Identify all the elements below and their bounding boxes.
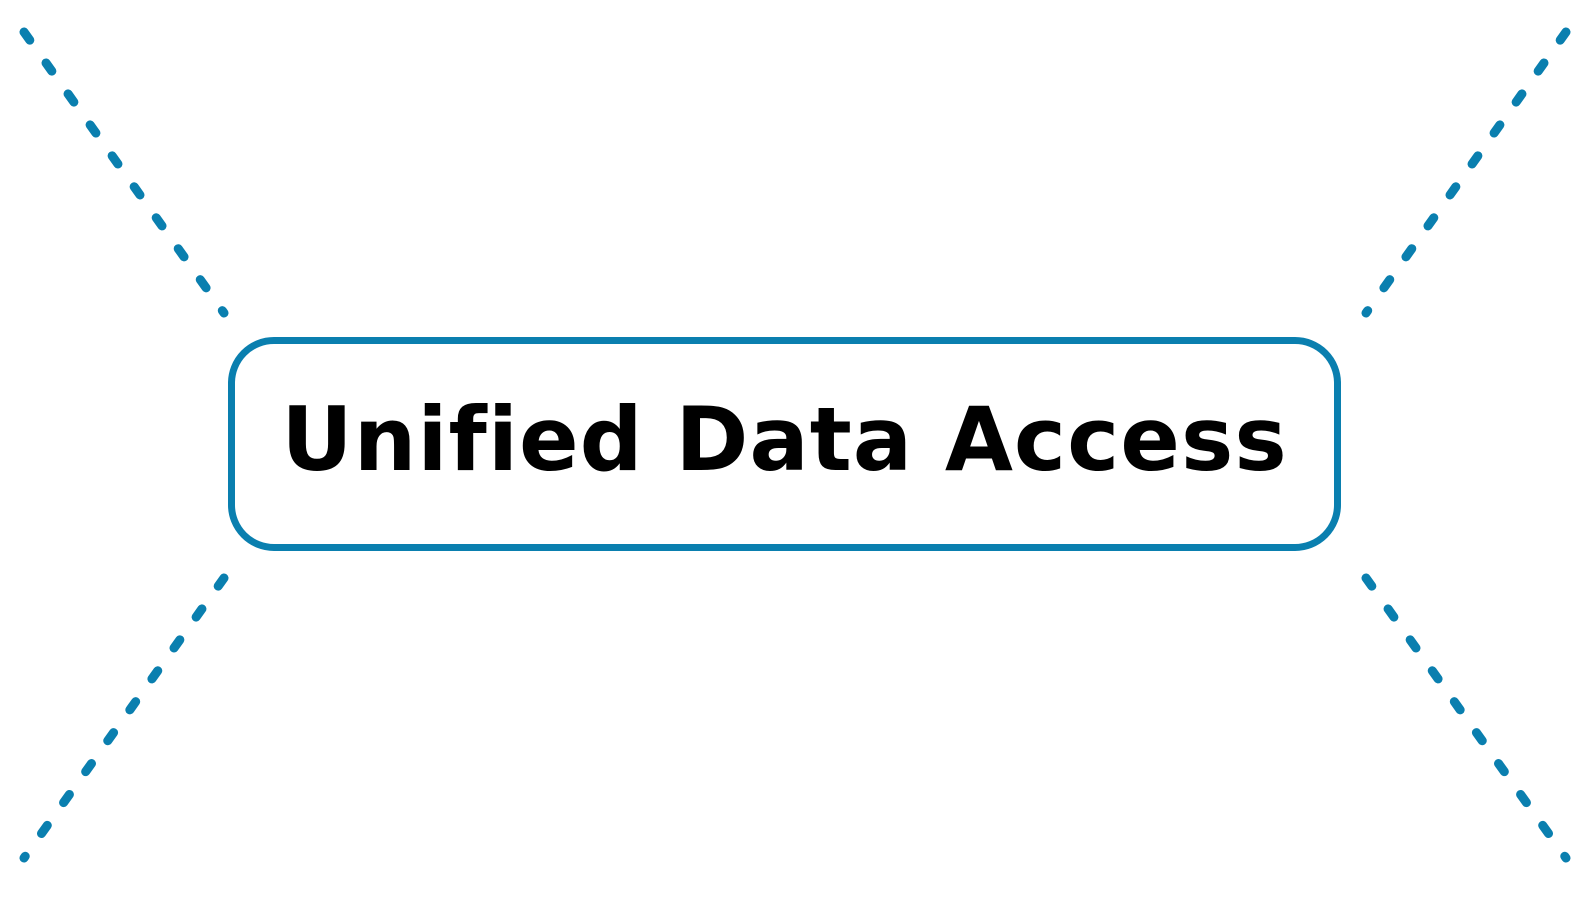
- connector-top-left: [19, 27, 229, 318]
- unified-data-access-node: Unified Data Access: [228, 337, 1341, 551]
- connector-bottom-left: [19, 573, 229, 863]
- connector-bottom-right: [1361, 573, 1571, 863]
- node-label: Unified Data Access: [281, 388, 1288, 491]
- connector-top-right: [1361, 27, 1571, 318]
